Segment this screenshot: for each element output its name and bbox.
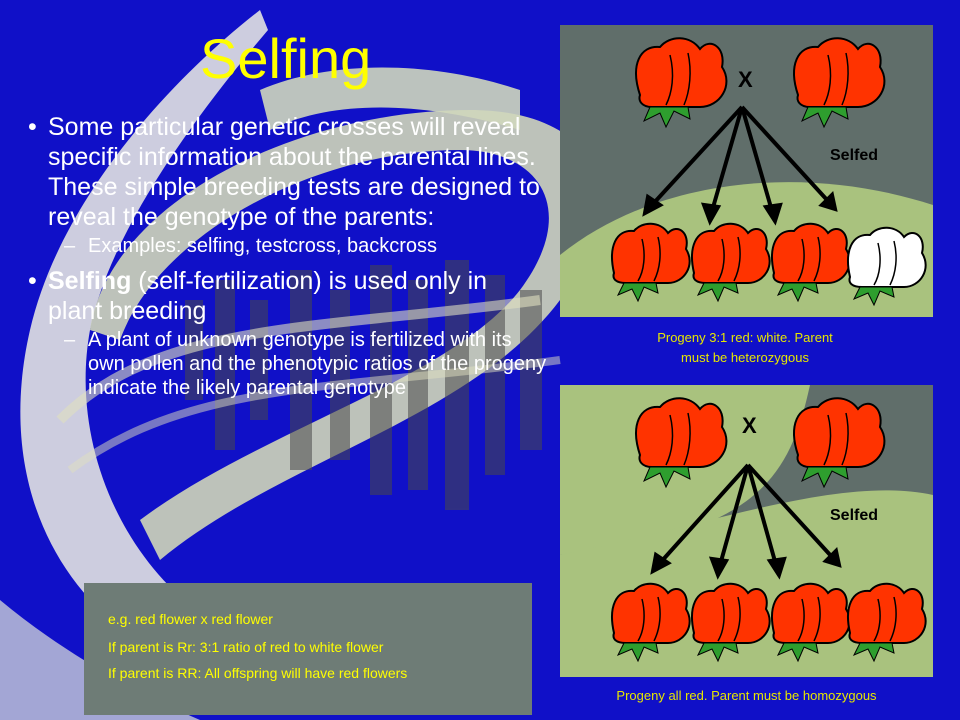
bottom-cross-diagram: X Selfed [560,385,933,677]
example-line: If parent is RR: All offspring will have… [108,665,408,681]
example-box: e.g. red flower x red flower If parent i… [84,583,532,715]
sub-bullet-text: Examples: selfing, testcross, backcross [88,235,438,257]
red-flower-icon [771,582,851,663]
selfed-label: Selfed [830,507,879,524]
bullet-item: • Some particular genetic crosses will r… [28,112,548,232]
bullet-text: (self-fertilization) is used only in pla… [48,267,488,325]
bottom-cross-graphic [560,385,933,677]
progeny-arrows [650,463,842,580]
top-cross-graphic [560,25,933,317]
red-flower-icon [771,222,851,303]
top-caption: Progeny 3:1 red: white. Parent must be h… [600,328,890,368]
bullet-bold-term: Selfing [48,267,132,295]
bottom-caption: Progeny all red. Parent must be homozygo… [616,688,877,703]
red-flower-icon [691,222,771,303]
bullet-dot: • [28,267,37,295]
progeny-arrows [642,105,838,226]
cross-x-label: X [738,67,753,92]
red-flower-icon [611,222,691,303]
sub-bullet-item: – Examples: selfing, testcross, backcros… [28,234,548,258]
bullet-list: • Some particular genetic crosses will r… [28,112,548,408]
bullet-dash: – [64,235,76,257]
red-flower-icon [611,582,691,663]
bullet-item: • Selfing (self-fertilization) is used o… [28,266,548,326]
bullet-text: Some particular genetic crosses will rev… [48,113,540,231]
slide-title: Selfing [200,27,372,90]
top-caption-line: Progeny 3:1 red: white. Parent [657,330,833,345]
red-flower-icon [793,37,886,129]
red-flower-icon [793,397,886,489]
red-flower-icon [691,582,771,663]
example-line: e.g. red flower x red flower [108,611,273,627]
cross-x-label: X [742,413,757,438]
red-flower-icon [635,397,728,489]
red-flower-icon [847,582,927,663]
top-cross-diagram: X Selfed [560,25,933,317]
selfed-label: Selfed [830,147,879,164]
bullet-dot: • [28,113,37,141]
example-line: If parent is Rr: 3:1 ratio of red to whi… [108,639,384,655]
sub-bullet-text: A plant of unknown genotype is fertilize… [88,329,547,399]
top-caption-line: must be heterozygous [681,350,809,365]
white-flower-icon [847,226,927,307]
bullet-dash: – [64,329,76,351]
sub-bullet-item: – A plant of unknown genotype is fertili… [28,328,548,400]
red-flower-icon [635,37,728,129]
